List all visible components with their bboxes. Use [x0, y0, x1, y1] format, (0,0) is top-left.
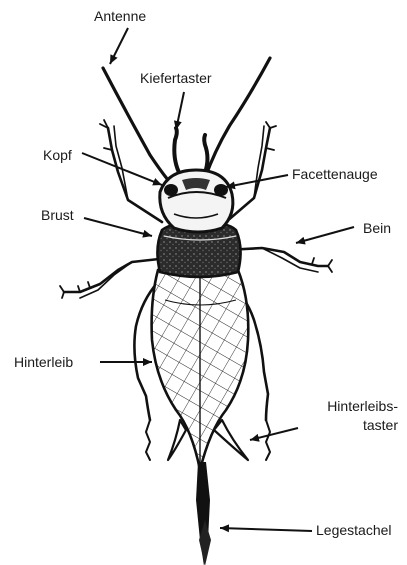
label-kopf: Kopf: [43, 147, 72, 164]
label-hinterleibstaster: Hinterleibs- taster: [302, 397, 398, 435]
label-brust: Brust: [41, 207, 74, 224]
label-bein: Bein: [363, 220, 391, 237]
ovipositor: [196, 462, 211, 565]
label-hinterleib: Hinterleib: [14, 354, 73, 371]
label-hinterleibstaster-line2: taster: [302, 416, 398, 435]
label-legestachel: Legestachel: [316, 522, 392, 539]
head: [160, 170, 233, 232]
label-antenne: Antenne: [94, 8, 146, 25]
label-hinterleibstaster-line1: Hinterleibs-: [302, 397, 398, 416]
label-kiefertaster: Kiefertaster: [140, 70, 212, 87]
label-facettenauge: Facettenauge: [292, 166, 378, 183]
